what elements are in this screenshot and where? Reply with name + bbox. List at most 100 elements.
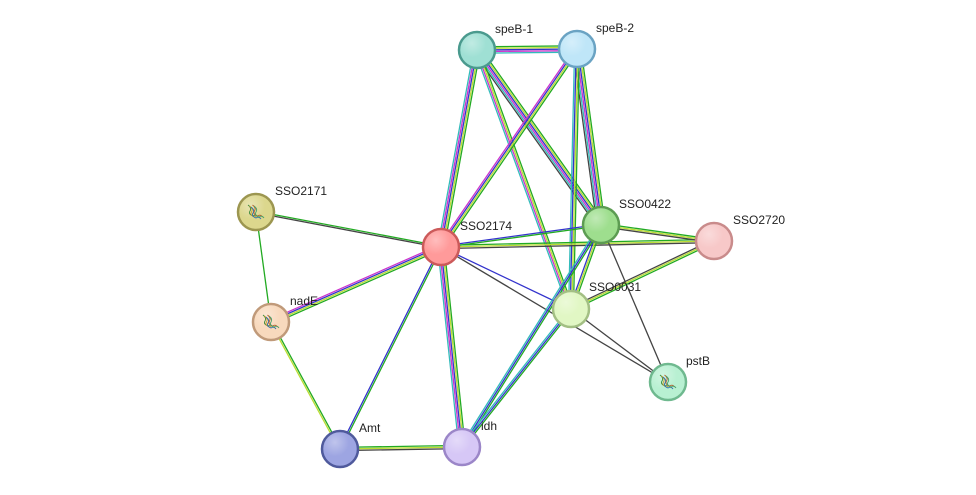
- edge-SSO2174-nadE[interactable]: [269, 244, 443, 325]
- edge-evidence-line: [461, 224, 602, 448]
- edge-evidence-line: [575, 49, 601, 226]
- edge-evidence-line: [439, 48, 577, 247]
- edge-evidence-line: [339, 446, 463, 450]
- edge-speB-2-SSO0031[interactable]: [567, 48, 581, 310]
- edge-SSO0422-idh[interactable]: [460, 223, 603, 449]
- edge-evidence-line: [271, 247, 442, 324]
- edge-evidence-line: [270, 245, 441, 322]
- edge-evidence-line: [440, 240, 715, 248]
- edge-SSO2174-SSO0422[interactable]: [440, 223, 602, 249]
- edge-Amt-idh[interactable]: [339, 444, 463, 452]
- edge-SSO2174-idh[interactable]: [437, 246, 466, 448]
- edge-evidence-line: [460, 307, 571, 447]
- node-SSO0422[interactable]: SSO0422: [581, 197, 671, 245]
- edge-evidence-line: [271, 321, 342, 449]
- node-label: idh: [481, 419, 497, 433]
- edge-evidence-line: [474, 51, 600, 227]
- edge-evidence-line: [577, 48, 603, 225]
- edge-SSO2171-SSO2174[interactable]: [255, 210, 442, 249]
- node-shine: [424, 230, 458, 264]
- edge-SSO2174-Amt[interactable]: [338, 246, 443, 450]
- edge-evidence-line: [440, 238, 714, 247]
- edge-SSO2174-SSO0031[interactable]: [440, 246, 572, 310]
- edge-evidence-line: [441, 49, 579, 248]
- edge-evidence-line: [478, 48, 604, 224]
- node-SSO2720[interactable]: SSO2720: [694, 213, 785, 261]
- edge-evidence-line: [462, 225, 603, 449]
- edge-evidence-line: [571, 241, 715, 312]
- edges-layer: [255, 45, 715, 452]
- edge-evidence-line: [441, 225, 602, 249]
- edge-speB-1-SSO0031[interactable]: [474, 48, 574, 311]
- node-pstB[interactable]: pstB: [648, 354, 710, 402]
- node-shine: [445, 430, 479, 464]
- edge-evidence-line: [475, 50, 571, 310]
- edge-evidence-line: [580, 48, 606, 225]
- edge-speB-1-SSO0422[interactable]: [473, 47, 605, 228]
- edge-evidence-line: [269, 322, 340, 450]
- node-shine: [460, 33, 494, 67]
- edge-evidence-line: [269, 244, 441, 321]
- edge-evidence-line: [440, 246, 463, 448]
- node-speB-1[interactable]: speB-1: [457, 22, 533, 70]
- edge-evidence-line: [441, 50, 480, 248]
- node-shine: [697, 224, 731, 258]
- node-label: SSO0031: [589, 280, 641, 294]
- edge-evidence-line: [572, 49, 581, 310]
- node-label: pstB: [686, 354, 710, 368]
- edge-SSO0031-pstB[interactable]: [570, 308, 669, 383]
- node-shine: [323, 432, 357, 466]
- protein-structure-icon: [659, 374, 677, 390]
- edge-evidence-line: [570, 308, 669, 383]
- edge-SSO0031-idh[interactable]: [460, 307, 573, 449]
- edge-SSO0422-pstB[interactable]: [600, 224, 669, 383]
- edge-SSO2720-SSO0031[interactable]: [570, 238, 715, 312]
- node-label: speB-2: [596, 21, 634, 35]
- node-SSO2174[interactable]: SSO2174: [421, 219, 512, 267]
- node-SSO2171[interactable]: SSO2171: [236, 184, 327, 232]
- edge-evidence-line: [256, 210, 442, 247]
- edge-evidence-line: [255, 212, 441, 249]
- node-label: SSO0422: [619, 197, 671, 211]
- edge-evidence-line: [440, 246, 572, 310]
- protein-structure-icon: [247, 204, 265, 220]
- node-label: SSO2171: [275, 184, 327, 198]
- edge-evidence-line: [339, 444, 462, 449]
- edge-speB-2-SSO2174[interactable]: [438, 47, 580, 249]
- edge-nadE-Amt[interactable]: [269, 321, 342, 450]
- edge-speB-1-SSO2174[interactable]: [437, 49, 481, 248]
- edge-evidence-line: [340, 247, 443, 450]
- edge-evidence-line: [460, 223, 601, 447]
- edge-evidence-line: [438, 47, 576, 247]
- protein-structure-icon: [262, 314, 280, 330]
- edge-evidence-line: [474, 50, 570, 311]
- edge-evidence-line: [438, 247, 462, 448]
- edge-evidence-line: [440, 49, 478, 248]
- node-idh[interactable]: idh: [442, 419, 497, 467]
- edge-evidence-line: [271, 248, 443, 325]
- edge-evidence-line: [600, 224, 669, 383]
- edge-evidence-line: [438, 49, 477, 247]
- edge-SSO2174-SSO2720[interactable]: [440, 238, 715, 250]
- edge-evidence-line: [441, 246, 465, 447]
- edge-evidence-line: [441, 241, 715, 250]
- edge-evidence-line: [437, 49, 475, 247]
- node-label: nadE: [290, 294, 318, 308]
- node-label: Amt: [359, 421, 381, 435]
- edge-evidence-line: [571, 49, 579, 310]
- edge-evidence-line: [442, 49, 580, 249]
- node-label: SSO2720: [733, 213, 785, 227]
- node-Amt[interactable]: Amt: [320, 421, 381, 469]
- node-SSO0031[interactable]: SSO0031: [551, 280, 641, 329]
- node-label: SSO2174: [460, 219, 512, 233]
- node-speB-2[interactable]: speB-2: [557, 21, 634, 69]
- node-nadE[interactable]: nadE: [251, 294, 318, 342]
- edge-evidence-line: [479, 47, 605, 224]
- edge-evidence-line: [338, 246, 441, 449]
- node-shine: [554, 292, 588, 326]
- edge-evidence-line: [473, 51, 599, 228]
- edge-evidence-line: [478, 48, 574, 309]
- edge-evidence-line: [578, 48, 605, 225]
- edge-evidence-line: [477, 49, 573, 309]
